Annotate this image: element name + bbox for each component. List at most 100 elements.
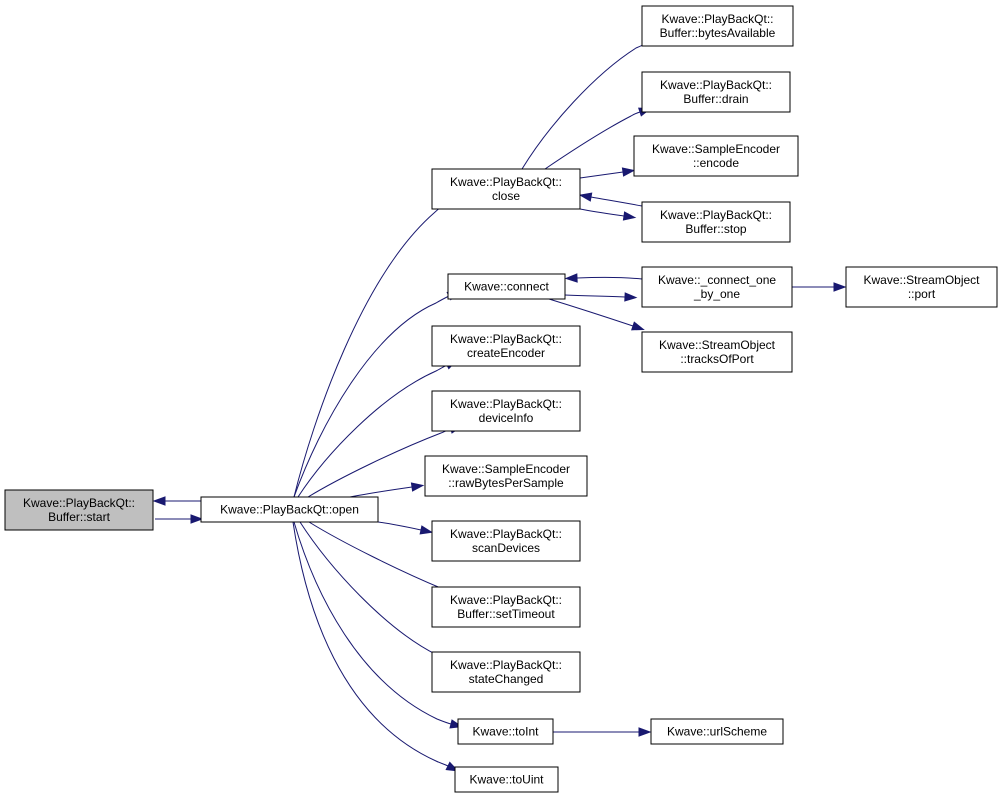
edge-close-to-stop [579, 208, 637, 221]
edge-arrowhead [621, 167, 636, 177]
edge-stop-to-close [578, 192, 643, 207]
node-stateChanged[interactable]: Kwave::PlayBackQt::stateChanged [431, 651, 581, 693]
node-label-line: Buffer::stop [685, 222, 746, 236]
node-port[interactable]: Kwave::StreamObject::port [845, 266, 998, 308]
edge-arrowhead [419, 525, 434, 535]
node-stop[interactable]: Kwave::PlayBackQt::Buffer::stop [641, 201, 791, 243]
node-urlScheme[interactable]: Kwave::urlScheme [650, 718, 784, 745]
node-setTimeout[interactable]: Kwave::PlayBackQt::Buffer::setTimeout [431, 586, 581, 628]
node-box[interactable] [633, 135, 799, 177]
edge-arrowhead [190, 514, 204, 524]
node-label-line: Kwave::urlScheme [667, 725, 767, 739]
edge-line [579, 171, 624, 179]
edge-arrowhead [564, 273, 578, 283]
node-label-line: Kwave::PlayBackQt:: [450, 658, 562, 672]
node-box[interactable] [431, 651, 581, 693]
edge-line [548, 298, 634, 327]
node-label-line: ::rawBytesPerSample [448, 476, 564, 490]
node-label-line: Kwave::PlayBackQt:: [23, 496, 135, 510]
node-box[interactable] [4, 489, 154, 531]
nodes-layer: Kwave::PlayBackQt::Buffer::startKwave::P… [4, 5, 998, 793]
edge-line [576, 276, 643, 280]
node-scanDevices[interactable]: Kwave::PlayBackQt::scanDevices [431, 520, 581, 562]
edge-connect-to-connectOne [564, 292, 638, 302]
edge-line [299, 521, 447, 661]
node-label-line: Kwave::PlayBackQt::open [220, 503, 359, 517]
node-box[interactable] [650, 718, 784, 745]
node-label-line: ::tracksOfPort [680, 352, 754, 366]
node-box[interactable] [431, 586, 581, 628]
node-label-line: Kwave::PlayBackQt:: [450, 332, 562, 346]
node-label-line: Kwave::PlayBackQt:: [660, 78, 772, 92]
node-box[interactable] [641, 331, 793, 373]
node-box[interactable] [457, 718, 554, 745]
edge-line [349, 486, 413, 498]
node-toInt[interactable]: Kwave::toInt [457, 718, 554, 745]
edge-open-to-start [152, 496, 202, 506]
edge-connect-to-tracksOfPort [548, 298, 645, 331]
node-label-line: Buffer::start [48, 510, 110, 524]
node-box[interactable] [431, 520, 581, 562]
node-deviceInfo[interactable]: Kwave::PlayBackQt::deviceInfo [431, 390, 581, 432]
node-box[interactable] [641, 266, 793, 308]
node-bytesAvailable[interactable]: Kwave::PlayBackQt::Buffer::bytesAvailabl… [641, 5, 794, 47]
edge-line [521, 41, 649, 170]
node-close[interactable]: Kwave::PlayBackQt::close [431, 168, 581, 210]
node-box[interactable] [431, 168, 581, 210]
node-label-line: Kwave::connect [464, 280, 549, 294]
node-connectOne[interactable]: Kwave::_connect_one_by_one [641, 266, 793, 308]
node-box[interactable] [431, 325, 581, 367]
edge-line [590, 196, 643, 207]
edge-toInt-to-urlScheme [553, 727, 652, 737]
node-label-line: Kwave::toInt [472, 725, 539, 739]
node-label-line: close [492, 189, 520, 203]
edge-line [564, 294, 626, 298]
edge-connectOne-to-port [792, 282, 847, 292]
edge-arrowhead [578, 192, 593, 202]
node-label-line: Kwave::SampleEncoder [442, 462, 570, 476]
node-tracksOfPort[interactable]: Kwave::StreamObject::tracksOfPort [641, 331, 793, 373]
node-box[interactable] [845, 266, 998, 308]
edge-open-to-scanDevices [377, 521, 434, 535]
edge-line [544, 111, 641, 170]
node-box[interactable] [454, 766, 559, 793]
node-label-line: Kwave::PlayBackQt:: [450, 527, 562, 541]
node-createEncoder[interactable]: Kwave::PlayBackQt::createEncoder [431, 325, 581, 367]
edge-arrowhead [833, 282, 847, 292]
node-box[interactable] [424, 455, 588, 497]
edge-close-to-encode [579, 167, 636, 179]
edge-arrowhead [638, 727, 652, 737]
node-label-line: Buffer::bytesAvailable [660, 26, 776, 40]
node-label-line: Kwave::toUint [469, 773, 544, 787]
node-encode[interactable]: Kwave::SampleEncoder::encode [633, 135, 799, 177]
node-label-line: Kwave::PlayBackQt:: [450, 175, 562, 189]
node-label-line: ::encode [693, 156, 739, 170]
edge-line [377, 521, 422, 531]
edge-arrowhead [152, 496, 166, 506]
node-box[interactable] [431, 390, 581, 432]
node-toUint[interactable]: Kwave::toUint [454, 766, 559, 793]
node-open[interactable]: Kwave::PlayBackQt::open [200, 496, 379, 523]
edge-connectOne-to-connect [564, 273, 643, 283]
edge-arrowhead [631, 321, 645, 331]
node-box[interactable] [641, 5, 794, 47]
node-box[interactable] [200, 496, 379, 523]
node-label-line: Kwave::PlayBackQt:: [660, 208, 772, 222]
edge-line [292, 521, 449, 767]
edge-line [297, 364, 448, 498]
node-connect[interactable]: Kwave::connect [447, 273, 566, 300]
node-box[interactable] [447, 273, 566, 300]
node-drain[interactable]: Kwave::PlayBackQt::Buffer::drain [641, 71, 791, 113]
node-label-line: ::port [908, 287, 936, 301]
node-box[interactable] [641, 71, 791, 113]
node-label-line: Kwave::PlayBackQt:: [450, 593, 562, 607]
edge-open-to-rawBytes [349, 482, 425, 498]
edge-line [293, 295, 450, 498]
edge-start-to-open [155, 514, 204, 524]
node-label-line: Buffer::setTimeout [457, 607, 555, 621]
node-box[interactable] [641, 201, 791, 243]
node-label-line: stateChanged [469, 672, 544, 686]
node-start[interactable]: Kwave::PlayBackQt::Buffer::start [4, 489, 154, 531]
node-rawBytes[interactable]: Kwave::SampleEncoder::rawBytesPerSample [424, 455, 588, 497]
